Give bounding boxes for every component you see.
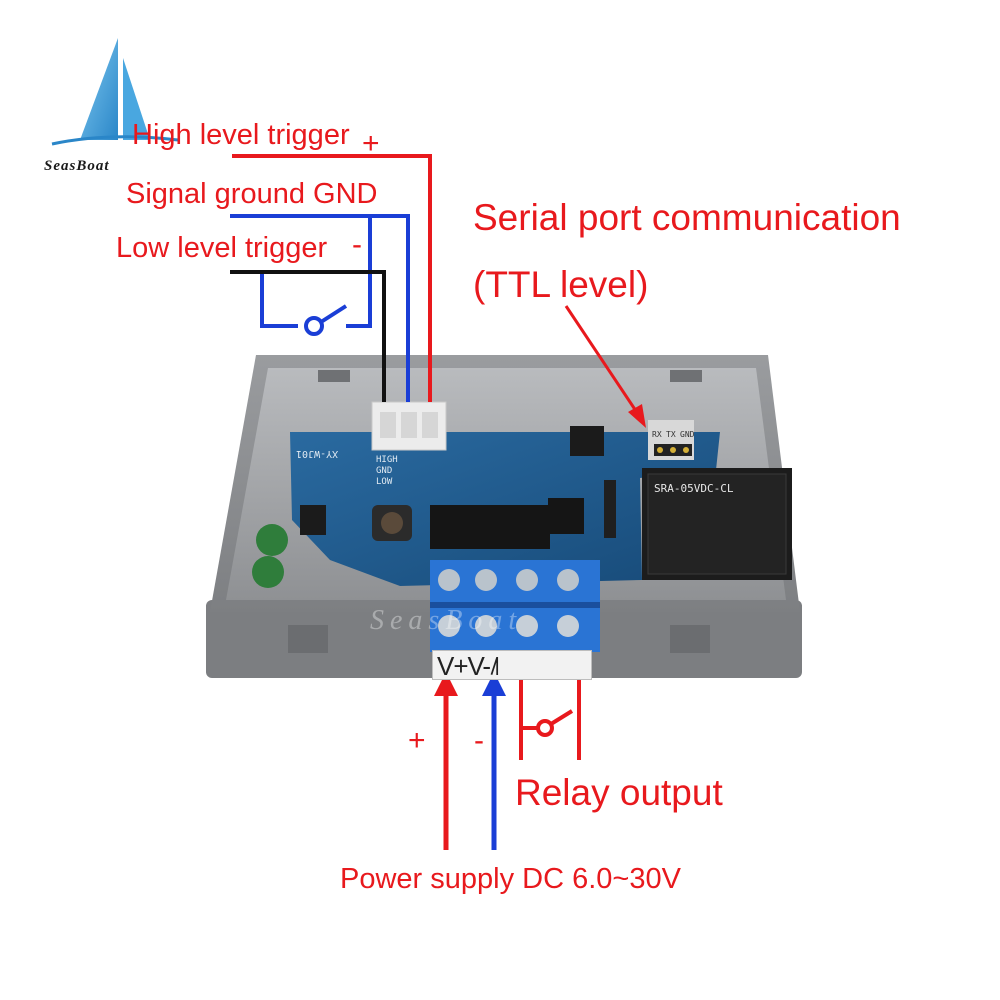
ttl-level-label: (TTL level) bbox=[473, 264, 649, 305]
switch-symbol-icon bbox=[298, 304, 348, 336]
serial-port-label: Serial port communication bbox=[473, 197, 901, 238]
serial-pin-rx: RX bbox=[652, 430, 662, 439]
input-connector bbox=[371, 401, 447, 451]
input-pin-high: HIGH bbox=[376, 455, 398, 465]
relay-component bbox=[642, 468, 792, 580]
low-level-sign: - bbox=[352, 228, 362, 261]
sailboat-logo-icon bbox=[51, 38, 179, 146]
low-level-trigger-label: Low level trigger bbox=[116, 232, 328, 264]
brand-name: SeasBoat bbox=[44, 158, 110, 174]
terminal-legend: V+V-˩˥ bbox=[432, 650, 592, 681]
serial-pin-gnd: GND bbox=[680, 430, 695, 439]
serial-port-header bbox=[648, 420, 694, 460]
high-trigger-wire bbox=[232, 154, 432, 402]
serial-pin-tx: TX bbox=[666, 430, 676, 439]
arrow-icon bbox=[564, 305, 646, 428]
power-plus-sign: + bbox=[408, 724, 426, 757]
watermark: SeasBoat bbox=[370, 605, 523, 636]
relay-output-wires bbox=[519, 680, 581, 760]
signal-ground-label: Signal ground GND bbox=[126, 178, 378, 210]
power-minus-wire bbox=[482, 672, 506, 850]
high-level-trigger-label: High level trigger bbox=[132, 119, 350, 151]
low-trigger-wire bbox=[230, 270, 386, 402]
input-pin-gnd: GND bbox=[376, 466, 393, 476]
terminal-block bbox=[430, 560, 600, 652]
relay-switch-symbol-icon bbox=[536, 709, 574, 737]
input-pin-low: LOW bbox=[376, 477, 393, 487]
board-model: XY-WJ01 bbox=[296, 448, 339, 459]
high-level-sign: + bbox=[362, 127, 380, 160]
power-supply-label: Power supply DC 6.0~30V bbox=[340, 863, 681, 895]
power-plus-wire bbox=[434, 672, 458, 850]
relay-output-label: Relay output bbox=[515, 772, 723, 813]
power-minus-sign: - bbox=[474, 724, 484, 757]
relay-model: SRA-05VDC-CL bbox=[654, 482, 734, 495]
pcb-board bbox=[252, 426, 720, 588]
